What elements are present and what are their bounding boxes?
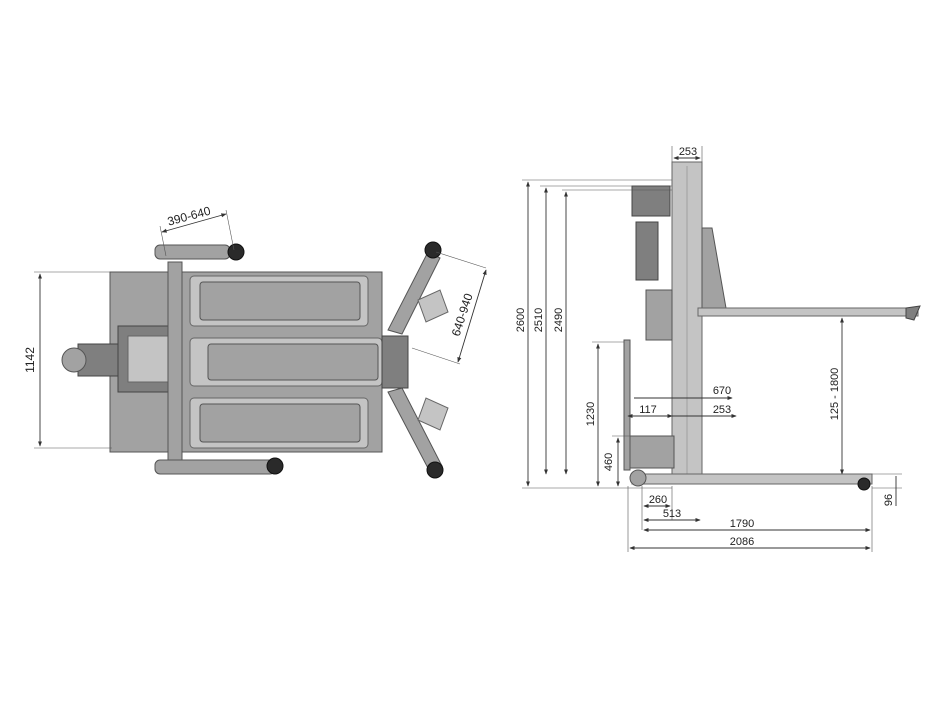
dim-96-label: 96: [883, 494, 895, 506]
cross-beam: [167, 261, 183, 461]
dim-1790-label: 1790: [730, 518, 754, 530]
dim-513-label: 513: [663, 508, 681, 520]
motor-top: [631, 185, 671, 217]
rear-wheel: [629, 469, 647, 487]
upper-arm: [154, 244, 231, 260]
dim-2600-label: 2600: [515, 308, 527, 332]
dim-117-label: 117: [639, 404, 657, 416]
rear-wheel-hub: [61, 347, 87, 373]
upper-leg-wheel: [424, 241, 442, 259]
side-view: 253 2600 2510 2490 1230 460 670 117 253: [515, 146, 921, 552]
top-view: 1142 390-640 640-940: [23, 204, 487, 479]
dim-640-ext-a: [435, 251, 487, 269]
hydraulic-unit: [635, 221, 659, 281]
upper-arm-wheel: [227, 243, 245, 261]
dim-253-top-label: 253: [679, 146, 697, 158]
lower-arm: [154, 459, 276, 475]
upper-platform-inner: [199, 281, 361, 321]
platform-arm: [697, 307, 919, 317]
swing-legs: [381, 241, 449, 479]
handle-bar: [623, 339, 631, 471]
dim-lift-range-label: 125 - 1800: [829, 368, 841, 421]
dim-640-line: [457, 269, 487, 363]
dim-640-label: 640-940: [449, 291, 476, 338]
upper-swing-leg: [387, 251, 441, 335]
lower-leg-plate: [417, 397, 449, 431]
dim-390-line: [161, 213, 227, 233]
carriage: [701, 227, 727, 309]
lower-platform-inner: [199, 403, 361, 443]
control-box: [645, 289, 673, 341]
leg-hinge-block: [381, 335, 409, 389]
dim-2510-label: 2510: [533, 308, 545, 332]
dim-260-label: 260: [649, 494, 667, 506]
dim-670-label: 670: [713, 385, 731, 397]
dim-390-ext-a: [159, 225, 167, 257]
dim-390-ext-b: [225, 209, 235, 251]
mast-top: [127, 335, 169, 383]
lower-arm-wheel: [266, 457, 284, 475]
middle-platform-inner: [207, 343, 379, 381]
dim-2086-label: 2086: [730, 536, 754, 548]
dim-1142-label: 1142: [23, 347, 37, 373]
platform-tip: [905, 305, 921, 321]
dim-460-label: 460: [603, 453, 615, 471]
lower-swing-leg: [387, 387, 443, 473]
upper-leg-plate: [417, 289, 449, 323]
dim-2490-label: 2490: [553, 308, 565, 332]
dim-640-ext-b: [411, 347, 461, 365]
dim-253-lower-label: 253: [713, 404, 731, 416]
front-wheel: [857, 477, 871, 491]
dim-1230-label: 1230: [585, 402, 597, 426]
base-leg: [631, 473, 873, 485]
dim-390-label: 390-640: [166, 204, 212, 229]
handle-base: [629, 435, 675, 469]
lower-leg-wheel: [426, 461, 444, 479]
